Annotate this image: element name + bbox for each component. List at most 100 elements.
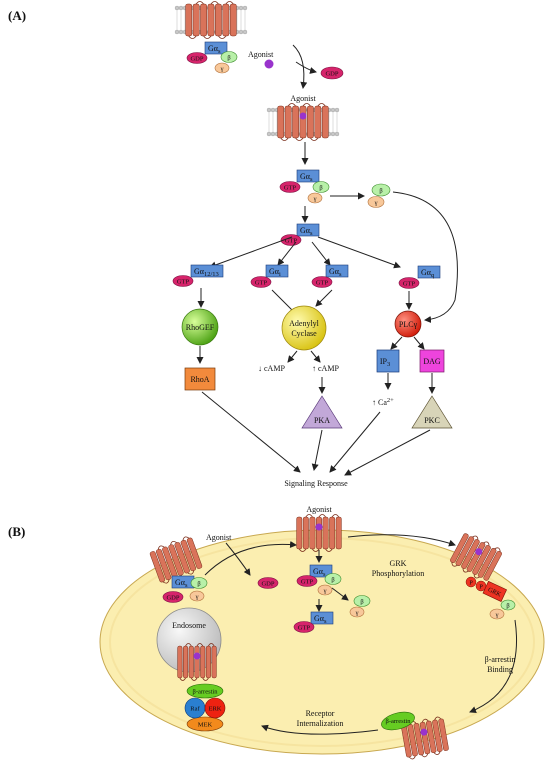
arrestin-binding-label-1: β-arrestin	[485, 655, 516, 664]
panel-b-label: (B)	[8, 524, 25, 539]
grk-complex: P P GRK β γ	[465, 576, 516, 620]
svg-text:GTP: GTP	[177, 279, 190, 286]
agonist-label-a2: Agonist	[290, 94, 316, 103]
arrow-to-ip3	[390, 336, 403, 350]
svg-text:Gα12/13: Gα12/13	[194, 267, 219, 278]
svg-text:γ: γ	[220, 66, 224, 73]
receptor-icon	[266, 103, 340, 141]
grk-phosphorylation-label-2: Phosphorylation	[372, 569, 424, 578]
agonist-icon	[299, 112, 307, 120]
svg-text:γ: γ	[374, 200, 378, 207]
receptor-icon	[177, 643, 217, 681]
receptor-icon	[450, 533, 502, 581]
receptor-icon	[174, 1, 248, 39]
svg-text:GDP: GDP	[261, 581, 274, 588]
agonist-label-b2: Agonist	[306, 505, 332, 514]
svg-text:β-arrestin: β-arrestin	[193, 689, 219, 696]
gdp-released-a: GDP	[320, 66, 344, 80]
svg-text:Gαs: Gαs	[300, 172, 313, 183]
arrow-to-dag	[413, 336, 425, 350]
dissociation-arrow-b	[331, 587, 349, 601]
svg-text:γ: γ	[195, 594, 199, 601]
activation-arrow-b	[204, 540, 297, 576]
receptor-icon	[296, 514, 342, 552]
svg-text:PLCγ: PLCγ	[399, 320, 418, 329]
arrow-rhoa-to-response	[201, 391, 301, 473]
agonist-icon	[420, 728, 428, 736]
camp-up-label: ↑ cAMP	[312, 364, 339, 373]
svg-text:Gαs: Gαs	[313, 567, 326, 578]
cell-membrane-inner	[109, 537, 535, 747]
grk-phosphorylation-arrow	[347, 534, 456, 547]
arrow-camp-up	[310, 350, 321, 363]
agonist-label-a: Agonist	[248, 50, 274, 59]
branch-arrow-i	[277, 241, 297, 266]
pka-node: PKA	[301, 395, 343, 429]
ca-label: ↑ Ca2+	[372, 397, 394, 407]
svg-text:Raf: Raf	[190, 706, 200, 713]
agonist-icon	[315, 523, 323, 531]
svg-text:RhoA: RhoA	[190, 375, 209, 384]
svg-text:β: β	[227, 55, 231, 62]
arrow-pkc-to-response	[344, 429, 431, 476]
receptor-icon	[401, 716, 449, 760]
svg-text:Gαs: Gαs	[314, 614, 327, 625]
inhibition-arrow-gi	[271, 289, 300, 318]
gdp-released-b: GDP	[257, 577, 279, 589]
svg-text:β: β	[197, 581, 201, 588]
svg-text:GTP: GTP	[285, 238, 298, 245]
agonist-icon	[264, 59, 274, 69]
arrow-camp-down	[287, 350, 298, 363]
svg-text:P: P	[479, 584, 483, 591]
arrestin-binding-label-2: Binding	[487, 665, 513, 674]
svg-text:γ: γ	[495, 612, 499, 619]
svg-text:DAG: DAG	[423, 357, 441, 366]
pkc-node: PKC	[411, 395, 453, 429]
arrow-pka-to-response	[311, 429, 323, 471]
svg-text:IP3: IP3	[380, 357, 390, 368]
svg-text:Gαs: Gαs	[175, 578, 188, 589]
svg-text:PKA: PKA	[314, 416, 330, 425]
arrow-ca-to-response	[329, 411, 381, 473]
dag-node: DAG	[419, 349, 445, 373]
agonist-icon	[193, 652, 201, 660]
internalization-label-1: Receptor	[306, 709, 335, 718]
beta-gamma-to-plc-arrow	[392, 191, 458, 323]
internalization-arrow	[261, 724, 379, 735]
agonist-arrow-b	[225, 542, 251, 576]
signaling-response-label: Signaling Response	[284, 479, 348, 488]
svg-text:GDP: GDP	[190, 56, 203, 63]
svg-text:β: β	[506, 603, 510, 610]
svg-text:β-arrestin: β-arrestin	[386, 718, 412, 725]
svg-text:Adenylyl: Adenylyl	[289, 319, 320, 328]
adenylyl-cyclase-node: Adenylyl Cyclase	[281, 305, 327, 351]
panel-a-label: (A)	[8, 8, 26, 23]
internalization-label-2: Internalization	[297, 719, 344, 728]
svg-text:GTP: GTP	[301, 579, 314, 586]
svg-text:γ: γ	[313, 196, 317, 203]
svg-text:GTP: GTP	[298, 625, 311, 632]
arrestin-membrane: β-arrestin	[381, 711, 415, 731]
svg-text:P: P	[469, 580, 473, 587]
svg-text:Gαs: Gαs	[329, 267, 342, 278]
svg-text:GDP: GDP	[325, 71, 338, 78]
beta-gamma-free-b: β γ	[349, 595, 371, 618]
svg-text:ERK: ERK	[209, 706, 222, 713]
svg-text:GTP: GTP	[255, 280, 268, 287]
svg-text:RhoGEF: RhoGEF	[186, 323, 215, 332]
gdp-release-arrow	[295, 61, 317, 74]
cell-icon	[99, 529, 545, 755]
grk-phosphorylation-label-1: GRK	[390, 559, 407, 568]
camp-down-label: ↓ cAMP	[258, 364, 285, 373]
